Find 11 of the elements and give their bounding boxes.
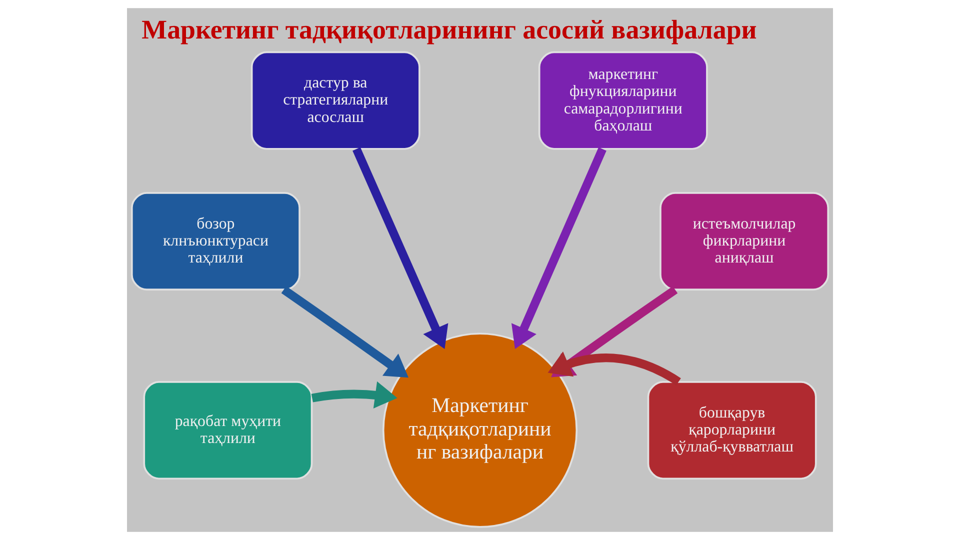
arrow [281, 286, 408, 378]
diagram-title: Маркетинг тадқиқотларининг асосий вазифалари [142, 14, 757, 44]
node-box: бозор клнъюнктураси таҳлили [130, 192, 300, 290]
node-box: истеъмолчилар фикрларини аниқлаш [660, 192, 830, 290]
node-box: маркетинг фнукцияларини самарадорлигини баҳолаш [538, 51, 708, 150]
node-box: бошқарув қарорларини қўллаб-қувватлаш [647, 381, 817, 480]
node-box: дастур ва стратегияларни асослаш [250, 51, 420, 150]
arrow [311, 381, 398, 408]
arrow [352, 147, 448, 349]
arrow [511, 147, 606, 349]
node-box: рақобат муҳити таҳлили [143, 381, 313, 480]
